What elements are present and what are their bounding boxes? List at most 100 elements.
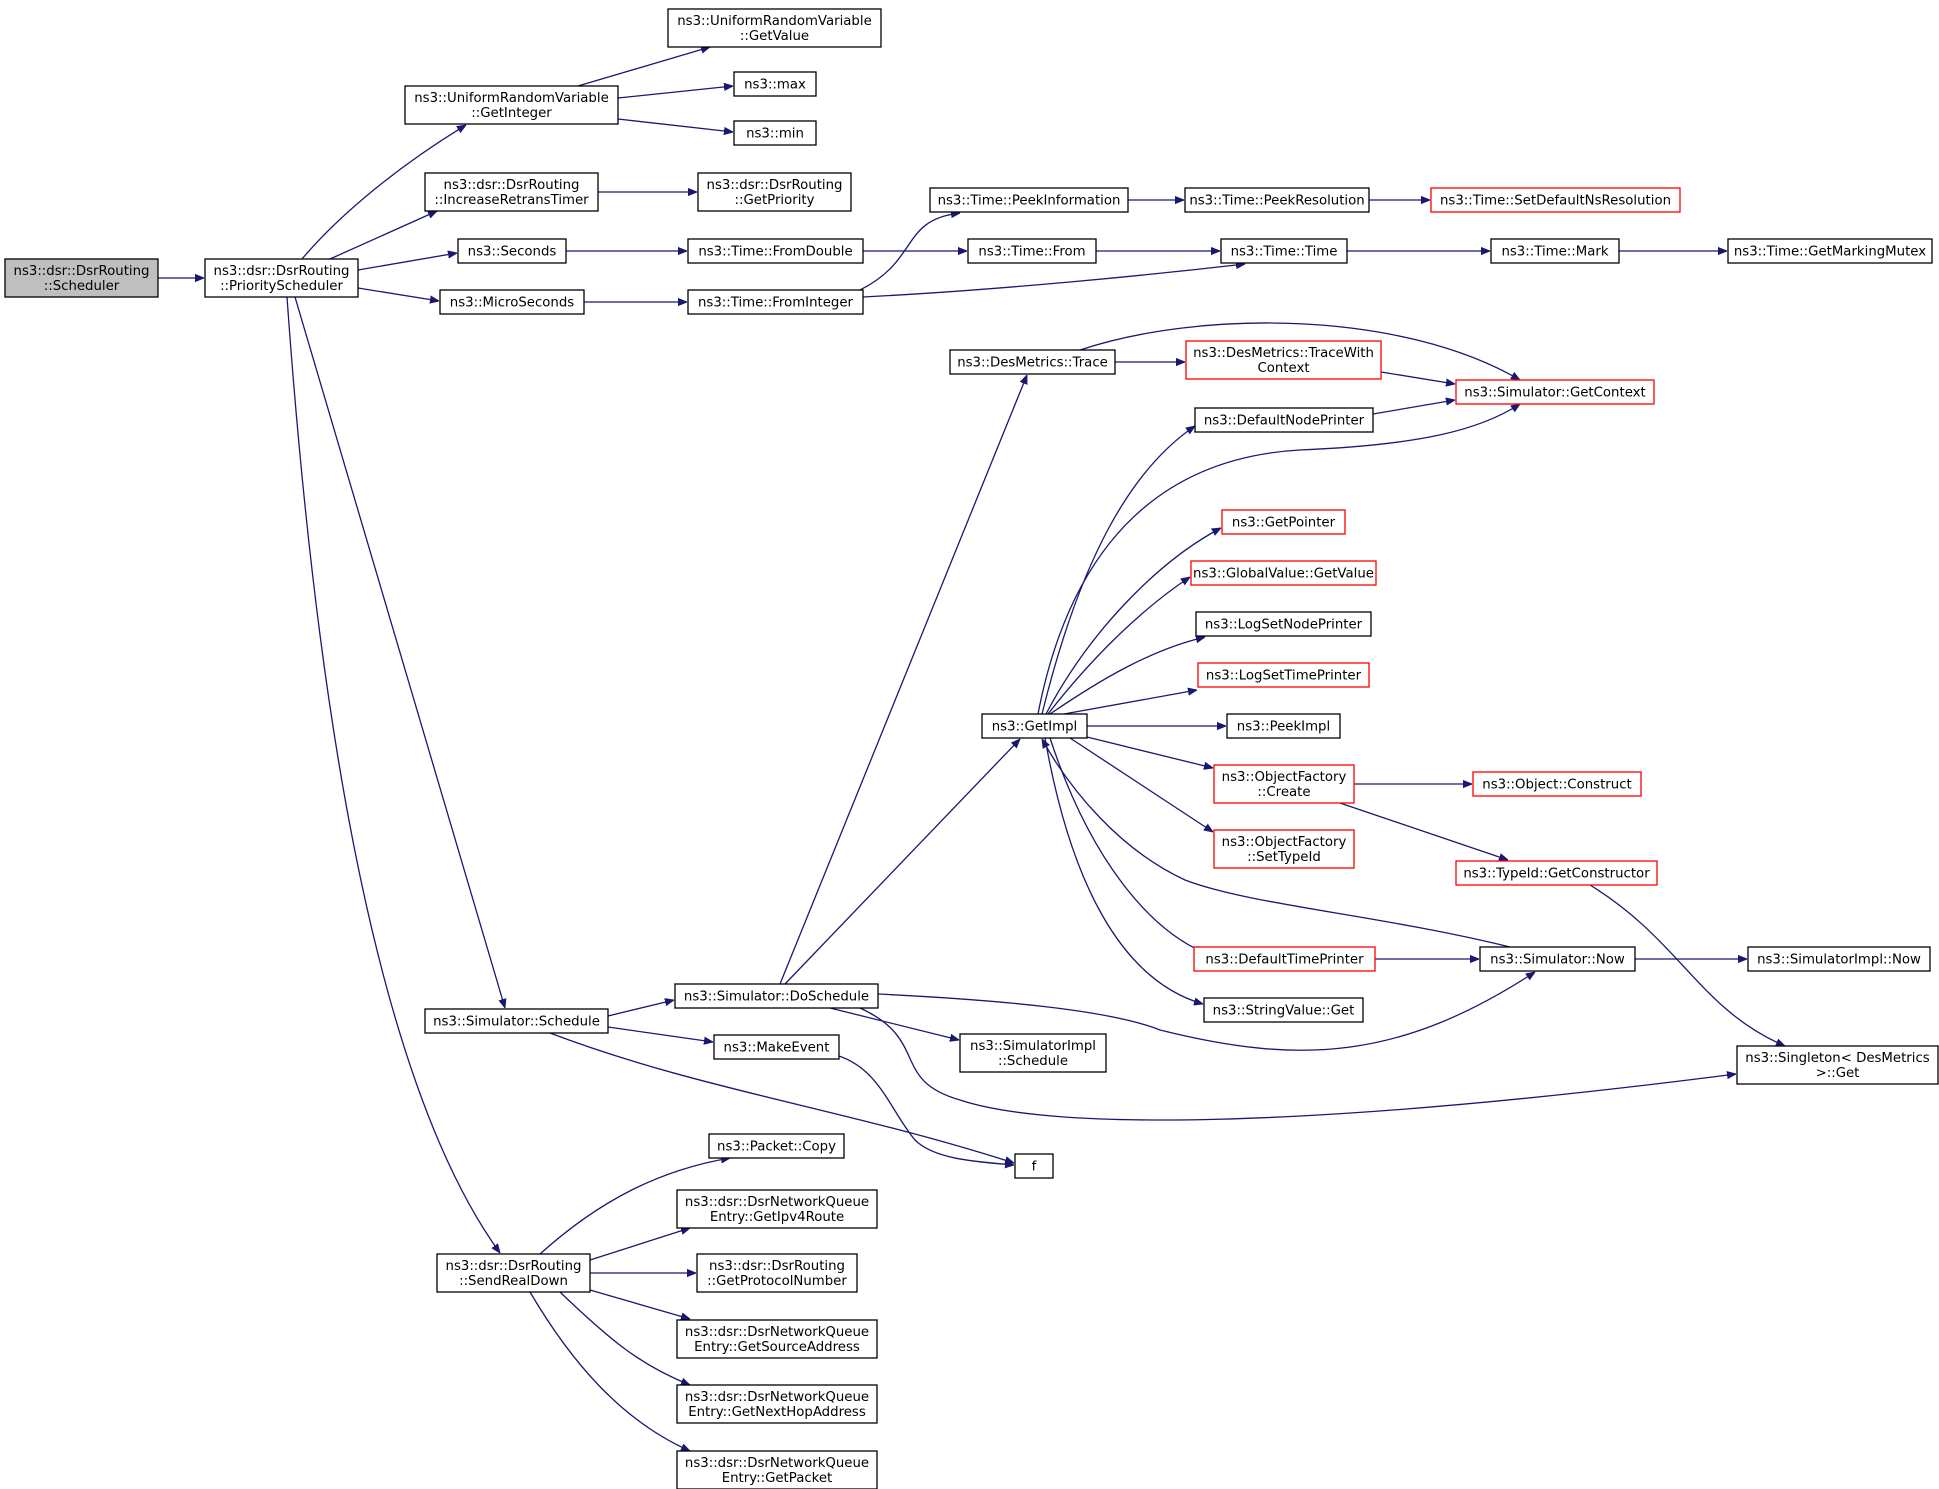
node-get-pointer[interactable]: ns3::GetPointer (1221, 509, 1346, 535)
node-box (1455, 860, 1658, 886)
node-box (1014, 1153, 1054, 1179)
node-label: ns3::SimulatorImpl (970, 1039, 1096, 1054)
edge-uniform-getinteger-to-max (617, 86, 733, 99)
node-max[interactable]: ns3::max (733, 71, 817, 97)
node-microseconds[interactable]: ns3::MicroSeconds (439, 289, 585, 315)
node-make-event[interactable]: ns3::MakeEvent (713, 1034, 840, 1060)
node-priority-scheduler[interactable]: ns3::dsr::DsrRouting::PriorityScheduler (204, 258, 359, 298)
node-time-peekinfo[interactable]: ns3::Time::PeekInformation (929, 187, 1129, 213)
node-box (1193, 946, 1376, 972)
edge-priority-scheduler-to-microseconds (357, 287, 439, 301)
node-label: ns3::Object::Construct (1482, 778, 1631, 793)
node-globalvalue-getvalue[interactable]: ns3::GlobalValue::GetValue (1190, 560, 1377, 586)
node-time-setdefault[interactable]: ns3::Time::SetDefaultNsResolution (1430, 187, 1681, 213)
node-box (676, 1189, 878, 1229)
node-increase-retrans[interactable]: ns3::dsr::DsrRouting::IncreaseRetransTim… (424, 172, 599, 212)
node-box (696, 1253, 858, 1293)
node-sim-doschedule[interactable]: ns3::Simulator::DoSchedule (674, 983, 879, 1009)
node-box (674, 983, 879, 1009)
node-sim-now[interactable]: ns3::Simulator::Now (1479, 946, 1636, 972)
node-label: ns3::Packet::Copy (717, 1140, 836, 1155)
node-box (1490, 238, 1620, 264)
node-peek-impl[interactable]: ns3::PeekImpl (1226, 713, 1341, 739)
node-label: ns3::DefaultNodePrinter (1204, 414, 1365, 429)
node-getsourceaddress[interactable]: ns3::dsr::DsrNetworkQueueEntry::GetSourc… (676, 1319, 878, 1359)
node-simimpl-now[interactable]: ns3::SimulatorImpl::Now (1747, 946, 1931, 972)
node-object-construct[interactable]: ns3::Object::Construct (1472, 771, 1642, 797)
node-label: ::IncreaseRetransTimer (434, 193, 589, 208)
node-label: ns3::ObjectFactory (1222, 770, 1347, 785)
node-label: Entry::GetIpv4Route (710, 1210, 844, 1225)
node-box (967, 238, 1097, 264)
node-label: ns3::MakeEvent (724, 1041, 830, 1056)
node-send-real-down[interactable]: ns3::dsr::DsrRouting::SendRealDown (436, 1253, 591, 1293)
node-box (687, 289, 864, 315)
node-time-mark[interactable]: ns3::Time::Mark (1490, 238, 1620, 264)
node-seconds[interactable]: ns3::Seconds (457, 238, 567, 264)
node-label: ::GetPriority (735, 193, 815, 208)
node-label: ns3::MicroSeconds (450, 296, 574, 311)
node-box (949, 349, 1116, 375)
node-uniform-getinteger[interactable]: ns3::UniformRandomVariable::GetInteger (404, 85, 619, 125)
node-time-fromdouble[interactable]: ns3::Time::FromDouble (687, 238, 864, 264)
node-label: ns3::DefaultTimePrinter (1205, 953, 1364, 968)
edge-sim-doschedule-to-desmetrics-trace (779, 375, 1028, 985)
node-packet-copy[interactable]: ns3::Packet::Copy (708, 1133, 845, 1159)
node-label: ns3::dsr::DsrRouting (709, 1259, 845, 1274)
node-label: ns3::Simulator::Schedule (433, 1015, 600, 1030)
node-sim-getcontext[interactable]: ns3::Simulator::GetContext (1455, 379, 1655, 405)
edge-priority-scheduler-to-uniform-getinteger (301, 125, 466, 260)
node-desmetrics-trace[interactable]: ns3::DesMetrics::Trace (949, 349, 1116, 375)
node-time-from[interactable]: ns3::Time::From (967, 238, 1097, 264)
node-label: ns3::Simulator::DoSchedule (684, 990, 869, 1005)
node-label: ns3::UniformRandomVariable (414, 91, 609, 106)
node-label: ns3::max (744, 78, 806, 93)
node-singleton-get[interactable]: ns3::Singleton< DesMetrics >::Get (1736, 1045, 1939, 1085)
node-box (959, 1033, 1107, 1073)
node-getipv4route[interactable]: ns3::dsr::DsrNetworkQueueEntry::GetIpv4R… (676, 1189, 878, 1229)
node-box (676, 1450, 878, 1489)
node-objectfactory-settypeid[interactable]: ns3::ObjectFactory::SetTypeId (1213, 829, 1355, 869)
node-simimpl-schedule[interactable]: ns3::SimulatorImpl::Schedule (959, 1033, 1107, 1073)
node-stringvalue-get[interactable]: ns3::StringValue::Get (1203, 997, 1364, 1023)
node-getpacket[interactable]: ns3::dsr::DsrNetworkQueueEntry::GetPacke… (676, 1450, 878, 1489)
node-scheduler[interactable]: ns3::dsr::DsrRouting::Scheduler (4, 258, 159, 298)
node-box (404, 85, 619, 125)
node-f[interactable]: f (1014, 1153, 1054, 1179)
node-box (1203, 997, 1364, 1023)
node-label: ::GetProtocolNumber (707, 1274, 847, 1289)
node-label: ns3::Time::PeekResolution (1189, 194, 1364, 209)
node-min[interactable]: ns3::min (733, 120, 817, 146)
node-label: Entry::GetNextHopAddress (688, 1405, 866, 1420)
node-log-set-time-printer[interactable]: ns3::LogSetTimePrinter (1197, 662, 1370, 688)
node-getnexthopaddress[interactable]: ns3::dsr::DsrNetworkQueueEntry::GetNextH… (676, 1384, 878, 1424)
node-label: >::Get (1816, 1066, 1860, 1081)
node-time-getmarkingmutex[interactable]: ns3::Time::GetMarkingMutex (1727, 238, 1933, 264)
node-time-frominteger[interactable]: ns3::Time::FromInteger (687, 289, 864, 315)
node-get-priority[interactable]: ns3::dsr::DsrRouting::GetPriority (697, 172, 852, 212)
edge-uniform-getinteger-to-uniform-getvalue (577, 47, 710, 87)
node-sim-schedule[interactable]: ns3::Simulator::Schedule (424, 1008, 609, 1034)
node-getprotocolnumber[interactable]: ns3::dsr::DsrRouting::GetProtocolNumber (696, 1253, 858, 1293)
node-typeid-getconstructor[interactable]: ns3::TypeId::GetConstructor (1455, 860, 1658, 886)
node-label: ns3::dsr::DsrNetworkQueue (685, 1390, 869, 1405)
node-get-impl[interactable]: ns3::GetImpl (981, 713, 1088, 739)
node-log-set-node-printer[interactable]: ns3::LogSetNodePrinter (1195, 611, 1372, 637)
edge-desmetrics-trace-to-sim-getcontext (1079, 322, 1520, 380)
node-label: ns3::StringValue::Get (1213, 1004, 1355, 1019)
node-box (1220, 238, 1348, 264)
node-default-time-printer[interactable]: ns3::DefaultTimePrinter (1193, 946, 1376, 972)
node-uniform-getvalue[interactable]: ns3::UniformRandomVariable::GetValue (667, 8, 882, 48)
edge-get-impl-to-default-time-printer (1049, 737, 1205, 954)
edge-get-impl-to-objectfactory-settypeid (1069, 737, 1213, 832)
node-box (1479, 946, 1636, 972)
node-default-node-printer[interactable]: ns3::DefaultNodePrinter (1194, 407, 1374, 433)
node-box (1213, 764, 1355, 804)
edge-sim-schedule-to-make-event (607, 1026, 713, 1042)
node-time-time[interactable]: ns3::Time::Time (1220, 238, 1348, 264)
node-time-peekres[interactable]: ns3::Time::PeekResolution (1184, 187, 1370, 213)
node-label: ns3::Time::SetDefaultNsResolution (1440, 194, 1671, 209)
node-label: ns3::Time::Mark (1501, 245, 1608, 260)
node-objectfactory-create[interactable]: ns3::ObjectFactory::Create (1213, 764, 1355, 804)
